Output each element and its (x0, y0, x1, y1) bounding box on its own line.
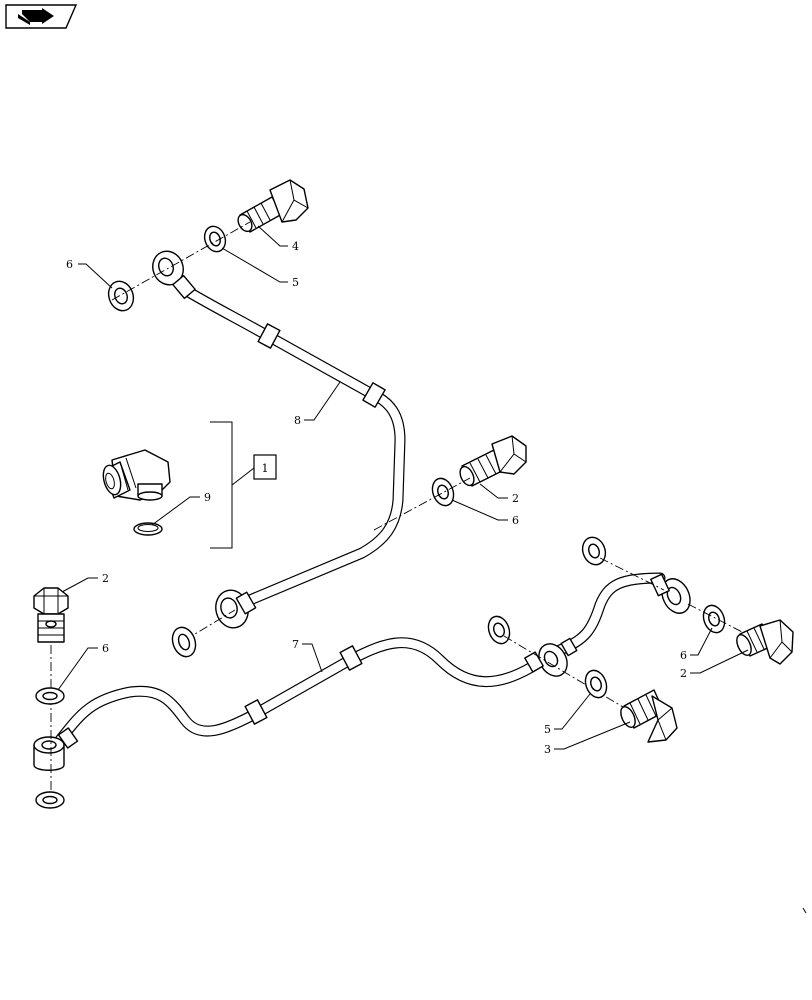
washer-6-right (702, 604, 726, 634)
tube-7 (33, 572, 691, 771)
callout-6-mid: 6 (512, 514, 519, 527)
washer-top-right (581, 536, 607, 566)
callout-5-top: 5 (292, 276, 299, 289)
callout-8: 8 (294, 414, 301, 427)
tube-8 (152, 250, 406, 629)
callout-2-mid: 2 (512, 492, 519, 505)
callout-3: 3 (544, 743, 551, 756)
elbow-fitting-9 (102, 449, 171, 501)
callout-6-top: 6 (66, 258, 73, 271)
washer-6-left (35, 687, 65, 705)
kit-box-1: 1 (253, 454, 277, 480)
leaders (57, 225, 749, 750)
banjo-bolt-2-left (33, 587, 69, 643)
forward-arrow-icon[interactable] (5, 4, 78, 29)
banjo-bolt-4 (237, 179, 309, 233)
callout-9: 9 (204, 491, 211, 504)
washer-bottom-left (35, 791, 65, 809)
kit-bracket (210, 421, 255, 549)
svg-text:1: 1 (262, 462, 269, 475)
washer-6-mid (431, 477, 455, 507)
callout-6-right: 6 (680, 649, 687, 662)
corner-mark (802, 907, 807, 914)
callout-6-left: 6 (102, 642, 109, 655)
washer-5-top (203, 225, 227, 253)
washer-bottom-tube-8 (171, 626, 197, 658)
banjo-bolt-2-mid (459, 435, 527, 487)
banjo-bolt-2-right (736, 619, 794, 665)
washer-6-top (107, 280, 135, 312)
o-ring-9 (133, 522, 163, 536)
washer-mid-tube-7 (487, 615, 511, 645)
callout-2-right: 2 (680, 667, 687, 680)
callout-2-left: 2 (102, 572, 109, 585)
callout-7: 7 (292, 638, 299, 651)
callout-5-low: 5 (544, 723, 551, 736)
callout-4: 4 (292, 240, 299, 253)
washer-5-low (584, 669, 608, 699)
banjo-bolt-3 (620, 689, 678, 743)
